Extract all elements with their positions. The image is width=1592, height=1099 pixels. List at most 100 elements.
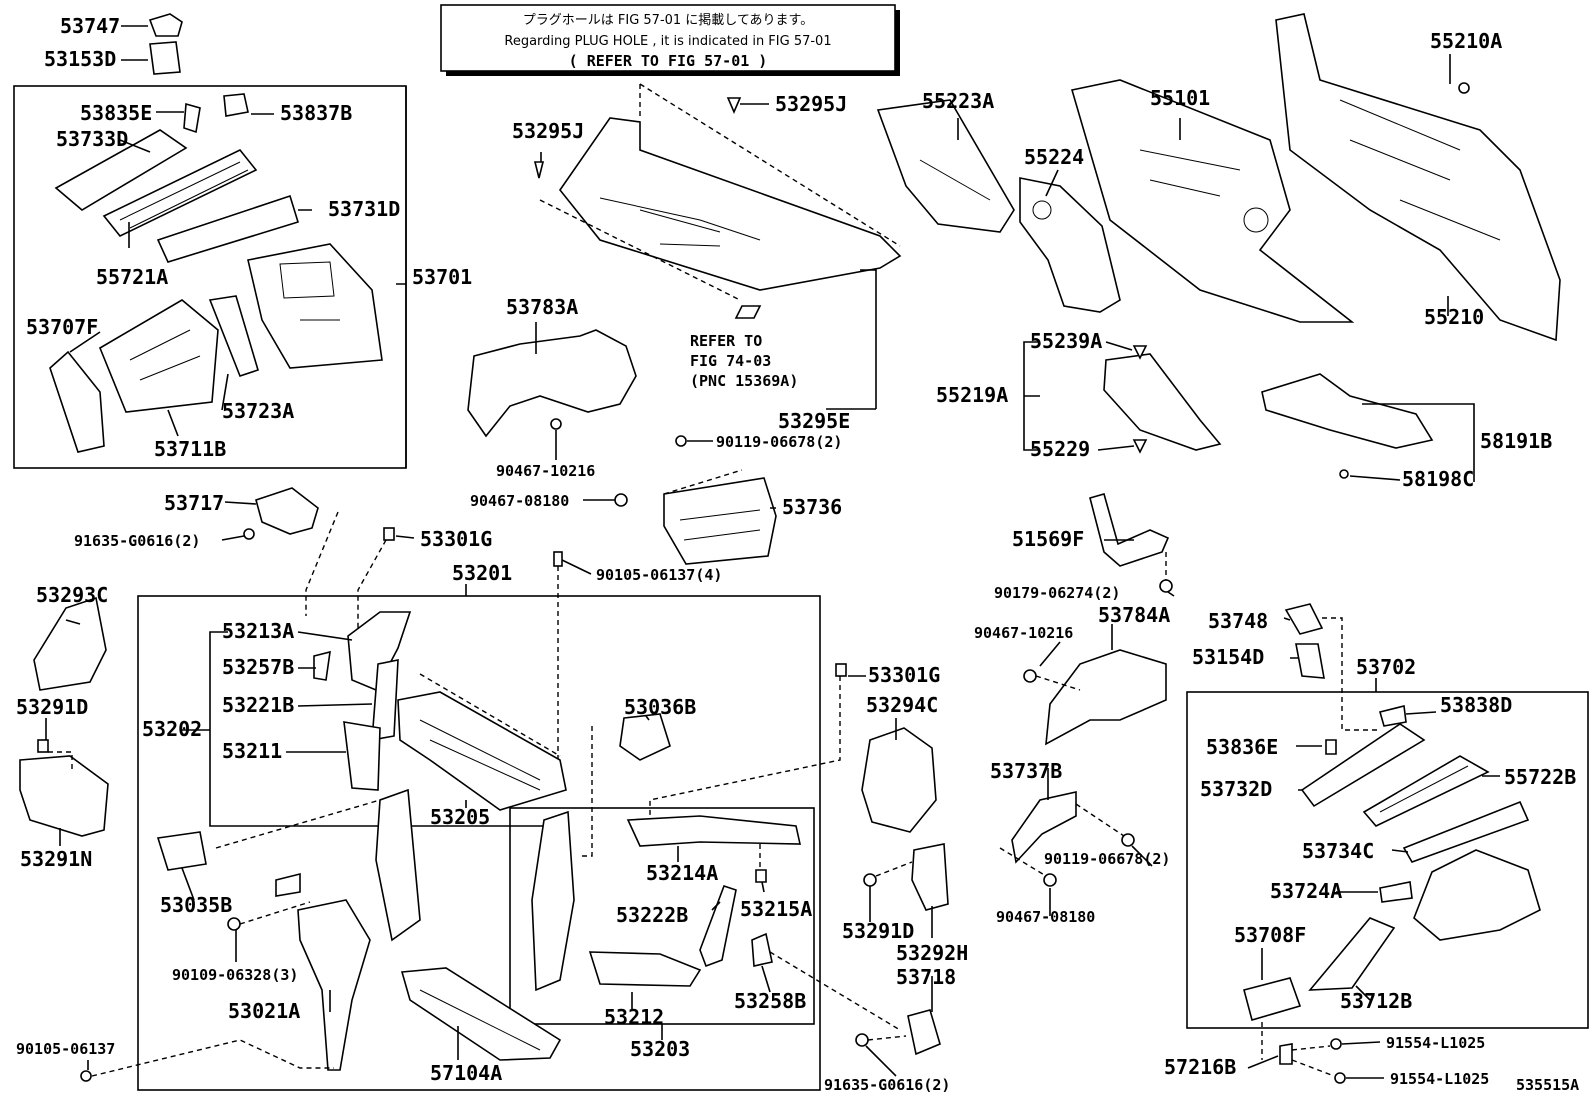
- label-53202: 53202: [142, 717, 202, 741]
- clip-53291D-a: [37, 739, 49, 753]
- part-53295J-clip-a: [533, 161, 545, 179]
- label-53736: 53736: [782, 495, 842, 519]
- label-53295J-a: 53295J: [512, 119, 584, 143]
- label-53731D: 53731D: [328, 197, 400, 221]
- label-53733D: 53733D: [56, 127, 128, 151]
- clip-55239A: [1132, 345, 1148, 360]
- refer-note-line-2: FIG 74-03: [690, 352, 771, 370]
- part-53035B-sketch: [156, 831, 207, 871]
- label-53292H: 53292H: [896, 941, 968, 965]
- group-box-53201: [137, 595, 821, 1091]
- bolt-91554-L1025-a: [1330, 1038, 1342, 1050]
- part-53258B-sketch: [751, 932, 773, 967]
- clip-53301G-a: [383, 527, 395, 541]
- label-53294C: 53294C: [866, 693, 938, 717]
- part-53784A-sketch: [1045, 649, 1167, 746]
- label-53836E: 53836E: [1206, 735, 1278, 759]
- label-58198C: 58198C: [1402, 467, 1474, 491]
- bolt-90467-08180-b: [1043, 873, 1057, 887]
- part-53295J-clip-b: [726, 97, 742, 115]
- label-53215A: 53215A: [740, 897, 812, 921]
- label-53702: 53702: [1356, 655, 1416, 679]
- part-53222B-sketch: [699, 884, 737, 968]
- label-53221B: 53221B: [222, 693, 294, 717]
- part-53203-pillar-sketch: [531, 810, 575, 992]
- label-90467-08180-a: 90467-08180: [470, 492, 569, 510]
- part-53215A-sketch: [755, 869, 767, 883]
- clip-53291D-b: [863, 873, 877, 887]
- part-pillar-sketch: [375, 788, 421, 942]
- part-53292H-sketch: [911, 843, 949, 911]
- part-53257B-sketch: [313, 650, 331, 681]
- part-53733D-sketch: [54, 129, 188, 211]
- bolt-90105-06137-a: [553, 551, 563, 567]
- part-53736-sketch: [663, 477, 777, 565]
- label-55721A: 55721A: [96, 265, 168, 289]
- part-55224-sketch: [1019, 177, 1121, 313]
- part-53783A-sketch: [467, 329, 637, 438]
- label-53212: 53212: [604, 1005, 664, 1029]
- label-91554-L1025-b: 91554-L1025: [1390, 1070, 1489, 1088]
- label-55229: 55229: [1030, 437, 1090, 461]
- part-53838D-sketch: [1379, 705, 1407, 727]
- label-53258B: 53258B: [734, 989, 806, 1013]
- part-53734C-sketch: [1402, 800, 1530, 863]
- bolt-91635-G0616-b: [855, 1033, 869, 1047]
- part-53718-sketch: [907, 1009, 941, 1056]
- label-55210: 55210: [1424, 305, 1484, 329]
- label-53222B: 53222B: [616, 903, 688, 927]
- notice-box: プラグホールは FIG 57-01 に掲載してあります。 Regarding P…: [440, 4, 900, 76]
- label-53214A: 53214A: [646, 861, 718, 885]
- label-55101: 55101: [1150, 86, 1210, 110]
- label-51569F: 51569F: [1012, 527, 1084, 551]
- label-53711B: 53711B: [154, 437, 226, 461]
- label-53295E: 53295E: [778, 409, 850, 433]
- label-53835E: 53835E: [80, 101, 152, 125]
- part-53153D-sketch: [149, 41, 181, 75]
- part-57216B-sketch: [1279, 1043, 1293, 1065]
- label-53035B: 53035B: [160, 893, 232, 917]
- label-90467-08180-b: 90467-08180: [996, 908, 1095, 926]
- part-57104A-sketch: [400, 967, 562, 1061]
- label-53153D: 53153D: [44, 47, 116, 71]
- label-53257B: 53257B: [222, 655, 294, 679]
- label-53748: 53748: [1208, 609, 1268, 633]
- part-53712B-sketch: [1308, 917, 1396, 991]
- label-53291D-a: 53291D: [16, 695, 88, 719]
- bolt-90119-06678-b: [1121, 833, 1135, 847]
- label-90119-06678-b: 90119-06678(2): [1044, 850, 1170, 868]
- part-55219A-sketch: [1103, 353, 1222, 451]
- label-53213A: 53213A: [222, 619, 294, 643]
- label-53701: 53701: [412, 265, 472, 289]
- label-53784A: 53784A: [1098, 603, 1170, 627]
- label-53301G-a: 53301G: [420, 527, 492, 551]
- part-53836E-sketch: [1325, 739, 1337, 755]
- part-53214A-sketch: [626, 815, 802, 847]
- bolt-90467-08180-a: [614, 493, 628, 507]
- part-53717-sketch: [255, 487, 319, 535]
- label-91635-G0616-a: 91635-G0616(2): [74, 532, 200, 550]
- bolt-90467-10216-a: [550, 418, 562, 430]
- label-53201: 53201: [452, 561, 512, 585]
- part-53837B-sketch: [223, 93, 249, 117]
- part-53293C-sketch: [33, 596, 107, 691]
- label-90179-06274: 90179-06274(2): [994, 584, 1120, 602]
- part-53291N-sketch: [19, 755, 109, 837]
- diagram-id: 535515A: [1516, 1076, 1579, 1094]
- bolt-90105-06137-b: [80, 1070, 92, 1082]
- notice-line-1: プラグホールは FIG 57-01 に掲載してあります。: [523, 12, 813, 28]
- label-53205: 53205: [430, 805, 490, 829]
- label-53838D: 53838D: [1440, 693, 1512, 717]
- part-53707F-sketch: [49, 350, 105, 453]
- part-53212-sketch: [588, 951, 702, 987]
- notice-line-2: Regarding PLUG HOLE , it is indicated in…: [504, 34, 831, 49]
- label-91554-L1025-a: 91554-L1025: [1386, 1034, 1485, 1052]
- part-53835E-sketch: [183, 102, 201, 134]
- notice-line-3: ( REFER TO FIG 57-01 ): [569, 52, 768, 70]
- clip-55210A: [1458, 82, 1470, 94]
- part-53723A-sketch: [208, 295, 259, 377]
- part-53708F-sketch: [1243, 977, 1302, 1021]
- label-53301G-b: 53301G: [868, 663, 940, 687]
- label-53036B: 53036B: [624, 695, 696, 719]
